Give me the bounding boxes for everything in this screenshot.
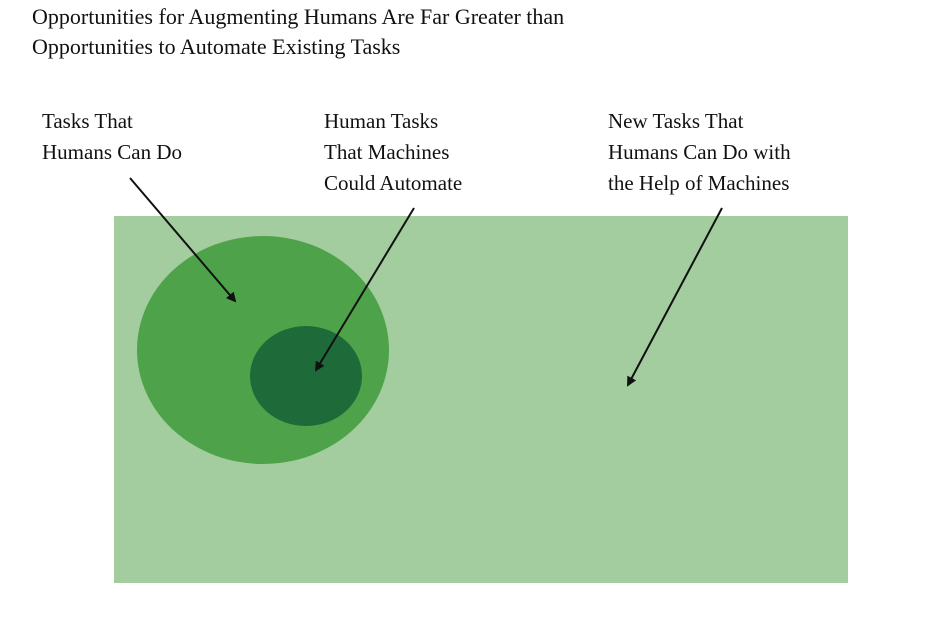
arrow-machines-could-automate (314, 207, 415, 372)
label-line: Tasks That (42, 109, 133, 133)
label-line: the Help of Machines (608, 171, 790, 195)
arrow-new-tasks (627, 207, 723, 387)
label-line: Humans Can Do with (608, 140, 791, 164)
label-line: Humans Can Do (42, 140, 182, 164)
label-line: Human Tasks (324, 109, 439, 133)
label-line: Could Automate (324, 171, 463, 195)
arrow-humans-can-do (129, 177, 237, 303)
title-line-1: Opportunities for Augmenting Humans Are … (32, 4, 565, 29)
title-line-2: Opportunities to Automate Existing Tasks (32, 34, 401, 59)
automatable-tasks-region (250, 326, 362, 426)
diagram-title: Opportunities for Augmenting Humans Are … (32, 2, 892, 62)
label-tasks-humans-can-do: Tasks That Humans Can Do (42, 106, 182, 168)
label-line: New Tasks That (608, 109, 744, 133)
label-tasks-machines-could-automate: Human Tasks That Machines Could Automate (324, 106, 462, 199)
label-new-tasks-with-machines: New Tasks That Humans Can Do with the He… (608, 106, 791, 199)
label-line: That Machines (324, 140, 450, 164)
